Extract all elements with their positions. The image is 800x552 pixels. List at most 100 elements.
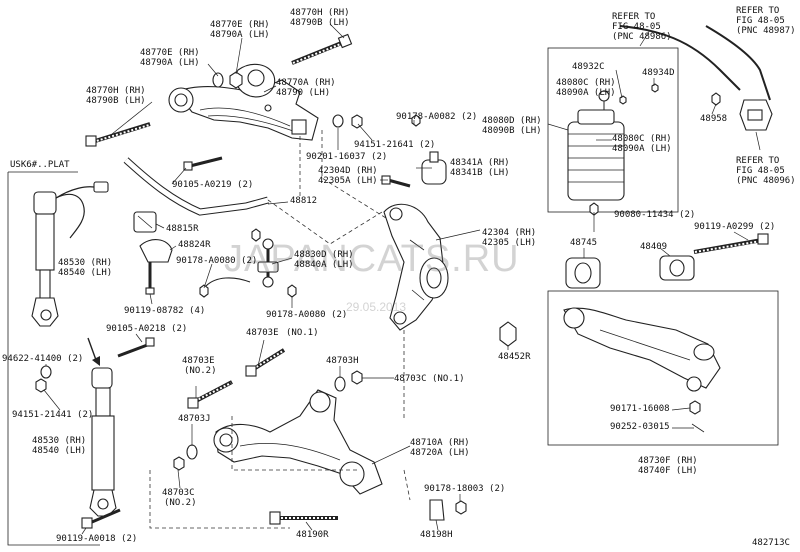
air-line-2 xyxy=(705,25,771,101)
label-94151-21641: 94151-21641 (2) xyxy=(354,140,436,150)
nut-90171 xyxy=(689,400,701,415)
label-42305-lh: 42305 (LH) xyxy=(482,238,537,248)
label-90080-11434: 90080-11434 (2) xyxy=(614,210,696,220)
label-48934d: 48934D xyxy=(642,68,675,78)
bracket-48824r xyxy=(139,239,173,263)
part-48932c xyxy=(619,95,627,105)
label-48740f-lh: 48740F (LH) xyxy=(638,466,698,476)
label-48790b-lh: 48790B (LH) xyxy=(290,18,350,28)
bolt-90119-a0018 xyxy=(81,508,121,529)
part-48934d xyxy=(651,83,659,93)
refer-note-3-line1: REFER TO xyxy=(736,156,780,166)
label-48080c2-rh: 48080C (RH) xyxy=(612,134,672,144)
label-48703c-no2: 48703C xyxy=(162,488,195,498)
label-48730f-rh: 48730F (RH) xyxy=(638,456,698,466)
leader-lines xyxy=(43,23,761,535)
air-spring-bellows xyxy=(567,90,625,201)
steering-knuckle xyxy=(383,203,449,331)
label-48190r: 48190R xyxy=(296,530,329,540)
label-48703h: 48703H xyxy=(326,356,359,366)
figure-code: 482713C xyxy=(752,538,790,548)
upper-nut xyxy=(229,71,243,89)
label-48932c: 48932C xyxy=(572,62,605,72)
arrow-shaft xyxy=(87,337,97,361)
arrow-head xyxy=(92,356,100,366)
label-48770h-left-rh: 48770H (RH) xyxy=(86,86,146,96)
label-48703e-no2-suffix: (NO.2) xyxy=(184,366,217,376)
label-48815r: 48815R xyxy=(166,224,199,234)
stab-link-bracket xyxy=(205,277,251,287)
label-48703j: 48703J xyxy=(178,414,211,424)
cotter-pin-90252 xyxy=(691,423,705,433)
label-48080c-rh: 48080C (RH) xyxy=(556,78,616,88)
shock-wire-harness xyxy=(55,181,109,239)
frame-caption: USK6#..PLAT xyxy=(10,160,70,170)
stabilizer-bar xyxy=(123,157,269,216)
watermark-date: 29.05.2013 xyxy=(346,300,407,314)
label-48341b-lh: 48341B (LH) xyxy=(450,168,510,178)
height-sensor-bracket xyxy=(739,99,773,131)
label-48409: 48409 xyxy=(640,242,668,252)
lower-arm-frame xyxy=(547,290,779,446)
nut-48703c-no1 xyxy=(351,370,363,385)
label-48812: 48812 xyxy=(290,196,318,206)
washer-48703j xyxy=(186,444,198,460)
upper-washer xyxy=(212,72,224,88)
stabilizer-link xyxy=(257,238,279,288)
label-48790a-lh: 48790A (LH) xyxy=(210,30,270,40)
label-48840a-lh: 48840A (LH) xyxy=(294,260,354,270)
label-90252-03015: 90252-03015 xyxy=(610,422,670,432)
bolt-48703e-no1 xyxy=(245,348,286,377)
label-48452r: 48452R xyxy=(498,352,531,362)
label-90178-18003: 90178-18003 (2) xyxy=(424,484,506,494)
label-90105-a0218: 90105-A0218 (2) xyxy=(106,324,188,334)
label-42304-rh: 42304 (RH) xyxy=(482,228,537,238)
label-90178-a0080-a: 90178-A0080 (2) xyxy=(176,256,258,266)
air-spring-frame xyxy=(547,47,679,213)
label-90178-a0082: 90178-A0082 (2) xyxy=(396,112,478,122)
label-48770e2-rh: 48770E (RH) xyxy=(140,48,200,58)
shock-absorber-upper xyxy=(31,191,59,327)
label-48090b-lh: 48090B (LH) xyxy=(482,126,542,136)
air-line-1 xyxy=(619,25,741,91)
label-48830d-rh: 48830D (RH) xyxy=(294,250,354,260)
refer-note-2-line1: REFER TO xyxy=(736,6,780,16)
label-48703e-no1-suffix: (NO.1) xyxy=(286,328,319,338)
bolt-48190r xyxy=(269,511,338,525)
label-48080d-rh: 48080D (RH) xyxy=(482,116,542,126)
washer-48703h xyxy=(334,376,346,392)
label-90201-16037: 90201-16037 (2) xyxy=(306,152,388,162)
label-48958: 48958 xyxy=(700,114,728,124)
refer-note-2-line3: (PNC 48987) xyxy=(736,26,796,36)
label-48770a-rh: 48770A (RH) xyxy=(276,78,336,88)
nut-94151-21441 xyxy=(35,378,47,393)
label-48790b-left-lh: 48790B (LH) xyxy=(86,96,146,106)
refer-note-2-line2: FIG 48-05 xyxy=(736,16,785,26)
plate-48198h xyxy=(429,499,445,521)
lower-control-arm xyxy=(213,389,383,495)
label-48540-top-lh: 48540 (LH) xyxy=(58,268,113,278)
label-42304d-rh: 42304D (RH) xyxy=(318,166,378,176)
label-48090a-lh: 48090A (LH) xyxy=(556,88,616,98)
refer-note-1-line1: REFER TO xyxy=(612,12,656,22)
bushing-48745 xyxy=(565,257,601,289)
bolt-42304d xyxy=(381,175,411,188)
label-90119-a0299: 90119-A0299 (2) xyxy=(694,222,776,232)
upper-left-bolt xyxy=(85,122,151,147)
label-48770h-rh: 48770H (RH) xyxy=(290,8,350,18)
watermark-brand: JAPANCATS.RU xyxy=(224,238,520,280)
shock-frame xyxy=(7,172,100,546)
label-48090a2-lh: 48090A (LH) xyxy=(612,144,672,154)
label-90105-a0219: 90105-A0219 (2) xyxy=(172,180,254,190)
bolt-90105-a0218 xyxy=(117,337,155,358)
label-48790a2-lh: 48790A (LH) xyxy=(140,58,200,68)
bolt-90119-a0299 xyxy=(693,233,769,254)
nut-48452r xyxy=(499,321,517,347)
label-48530-top-rh: 48530 (RH) xyxy=(58,258,113,268)
label-48720a-lh: 48720A (LH) xyxy=(410,448,470,458)
bolt-48703e-no2 xyxy=(187,380,233,409)
upper-to-knuckle-line xyxy=(321,130,403,229)
nut-90178-80b xyxy=(287,284,297,298)
refer-note-1-line2: FIG 48-05 xyxy=(612,22,661,32)
